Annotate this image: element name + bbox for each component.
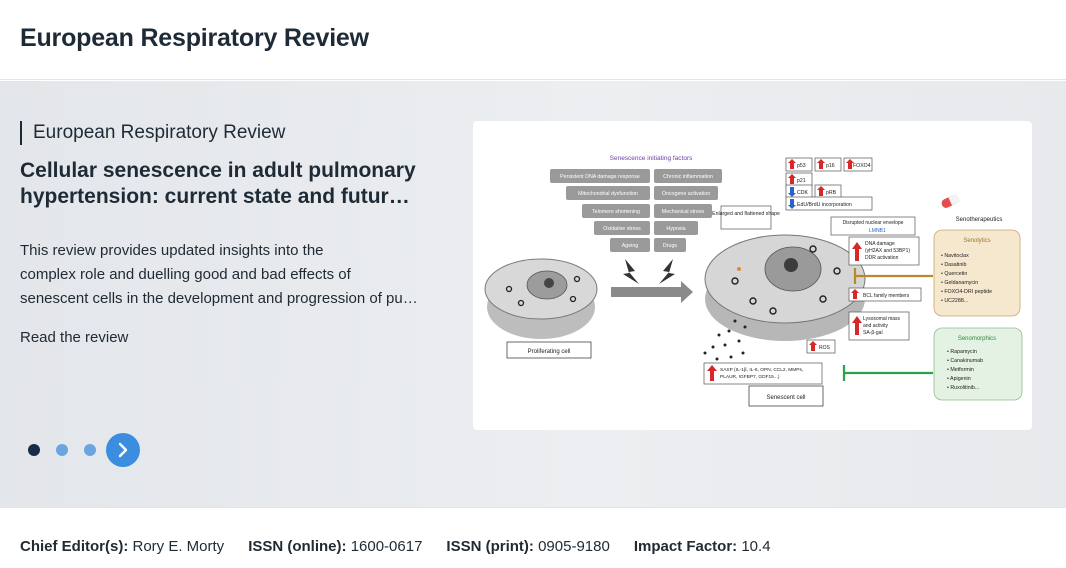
lightning-icons: [623, 259, 675, 284]
factor-oxidative: Oxidative stress: [603, 226, 641, 232]
ddr-activation: DDR activation: [865, 255, 899, 261]
slide-title-line: hypertension: current state and future p…: [20, 185, 420, 208]
marker-foxo4: FOXO4: [853, 163, 871, 169]
sa-beta-gal: SA-β-gal: [863, 330, 883, 336]
senescent-cell-illustration: [704, 234, 866, 341]
slide-title[interactable]: Cellular senescence in adult pulmonary h…: [20, 158, 420, 210]
senolytic-item: • FOXO4-DRI peptide: [941, 289, 992, 295]
slide-desc-line: complex role and duelling good and bad e…: [20, 266, 351, 283]
impact-factor-label: Impact Factor:: [633, 538, 742, 555]
lmnb1-label: LMNB1: [869, 228, 886, 234]
senomorphics-inhibition: [842, 365, 933, 381]
factor-mechanical: Mechanical stress: [662, 209, 705, 215]
carousel-dot-2[interactable]: [56, 444, 68, 456]
lysosomal-activity: and activity: [863, 323, 889, 329]
carousel-dot-3[interactable]: [84, 444, 96, 456]
senescent-cell-label: Senescent cell: [766, 395, 805, 401]
read-review-link[interactable]: Read the review: [20, 329, 129, 346]
site-title[interactable]: European Respiratory Review: [20, 24, 369, 52]
dna-damage-label: DNA damage: [865, 241, 895, 247]
senolytic-item: • Navitoclax: [941, 253, 969, 259]
impact-factor: Impact Factor: 10.4: [634, 538, 771, 555]
marker-edu: EdU/BrdU incorporation: [797, 202, 852, 208]
journal-metadata-bar: Chief Editor(s): Rory E. Morty ISSN (onl…: [0, 507, 1066, 568]
issn-print-label: ISSN (print):: [446, 538, 539, 555]
factor-chronic-inflammation: Chronic inflammation: [663, 174, 713, 180]
sasp-label: SASP (IL-1β, IL-6, OPN, CCL2, MMPs,: [720, 367, 803, 373]
senolytic-item: • Quercetin: [941, 271, 967, 277]
senomorphics-title: Senomorphics: [958, 336, 996, 342]
enlarged-label: Enlarged and flattened shape: [712, 211, 780, 217]
factor-telomere: Telomere shortening: [592, 209, 640, 215]
senolytics-title: Senolytics: [963, 238, 990, 244]
article-carousel: European Respiratory Review Cellular sen…: [0, 81, 1066, 507]
slide-desc-line: senescent cells in the development and p…: [20, 290, 420, 307]
issn-online-label: ISSN (online):: [248, 538, 351, 555]
issn-print-value: 0905-9180: [538, 538, 610, 555]
chief-editor-label: Chief Editor(s):: [20, 538, 133, 555]
chief-editor: Chief Editor(s): Rory E. Morty: [20, 538, 224, 555]
initiating-factors-title: Senescence initiating factors: [610, 155, 693, 162]
slide-title-line: Cellular senescence in adult pulmonary: [20, 159, 416, 182]
marker-p21: p21: [797, 178, 806, 184]
factor-persistent-dna: Persistent DNA damage response: [560, 174, 640, 180]
marker-cdk: CDK: [797, 190, 808, 196]
down-arrows: [788, 187, 796, 209]
issn-online-value: 1600-0617: [350, 538, 423, 555]
senomorphic-item: • Ruxolitinib...: [947, 385, 979, 391]
factor-right-boxes: [654, 169, 722, 252]
chief-editor-value: Rory E. Morty: [132, 538, 225, 555]
marker-p53: p53: [797, 163, 806, 169]
proliferating-cell-label: Proliferating cell: [528, 349, 571, 355]
senolytic-item: • UC2288...: [941, 298, 968, 304]
factor-left-boxes: [550, 169, 650, 252]
senolytic-item: • Geldanamycin: [941, 280, 978, 286]
senotherapeutics-title: Senotherapeutics: [956, 217, 1003, 223]
impact-factor-value: 10.4: [741, 538, 771, 555]
factor-ageing: Ageing: [622, 243, 639, 249]
lysosomal-mass: Lysosomal mass: [863, 316, 901, 322]
pill-icon: [941, 193, 961, 208]
up-arrows: [788, 159, 854, 196]
journal-metadata: Chief Editor(s): Rory E. Morty ISSN (onl…: [20, 538, 795, 555]
slide-journal-name: European Respiratory Review: [20, 121, 285, 145]
factor-drugs: Drugs: [663, 243, 677, 249]
senomorphic-item: • Canakinumab: [947, 358, 983, 364]
marker-prb: pRB: [826, 190, 837, 196]
slide-description: This review provides updated insights in…: [20, 239, 420, 311]
marker-p16: p16: [826, 163, 835, 169]
carousel-pagination: [28, 433, 140, 467]
factor-mitochondrial: Mitochondrial dysfunction: [578, 191, 638, 197]
transition-arrow: [611, 281, 693, 303]
slide-desc-line: This review provides updated insights in…: [20, 242, 324, 259]
senescence-diagram: Senescence initiating factors Persistent…: [484, 155, 1023, 407]
dna-damage-markers: (γH2AX and 53BP1): [865, 248, 910, 254]
chevron-right-icon: [118, 442, 128, 458]
senomorphic-item: • Rapamycin: [947, 349, 977, 355]
issn-online: ISSN (online): 1600-0617: [248, 538, 422, 555]
factor-oncogene: Oncogene activation: [662, 191, 710, 197]
carousel-next-button[interactable]: [106, 433, 140, 467]
senomorphic-item: • Apigenin: [947, 376, 971, 382]
factor-hypoxia: Hypoxia: [666, 226, 685, 232]
site-header: European Respiratory Review: [0, 0, 1066, 80]
senomorphic-item: • Metformin: [947, 367, 974, 373]
article-figure[interactable]: Senescence initiating factors Persistent…: [473, 121, 1032, 430]
ros-label: ROS: [819, 345, 831, 351]
carousel-dot-1[interactable]: [28, 444, 40, 456]
issn-print: ISSN (print): 0905-9180: [446, 538, 609, 555]
proliferating-cell-illustration: [484, 258, 598, 339]
bcl-label: BCL family members: [863, 293, 910, 299]
nuclear-envelope-label: Disrupted nuclear envelope: [843, 220, 904, 226]
senolytic-item: • Dasatinib: [941, 262, 966, 268]
senolytics-inhibition: [853, 268, 933, 284]
sasp-label-2: PLAUR, IGFBP7, GDF15...): [720, 374, 780, 380]
